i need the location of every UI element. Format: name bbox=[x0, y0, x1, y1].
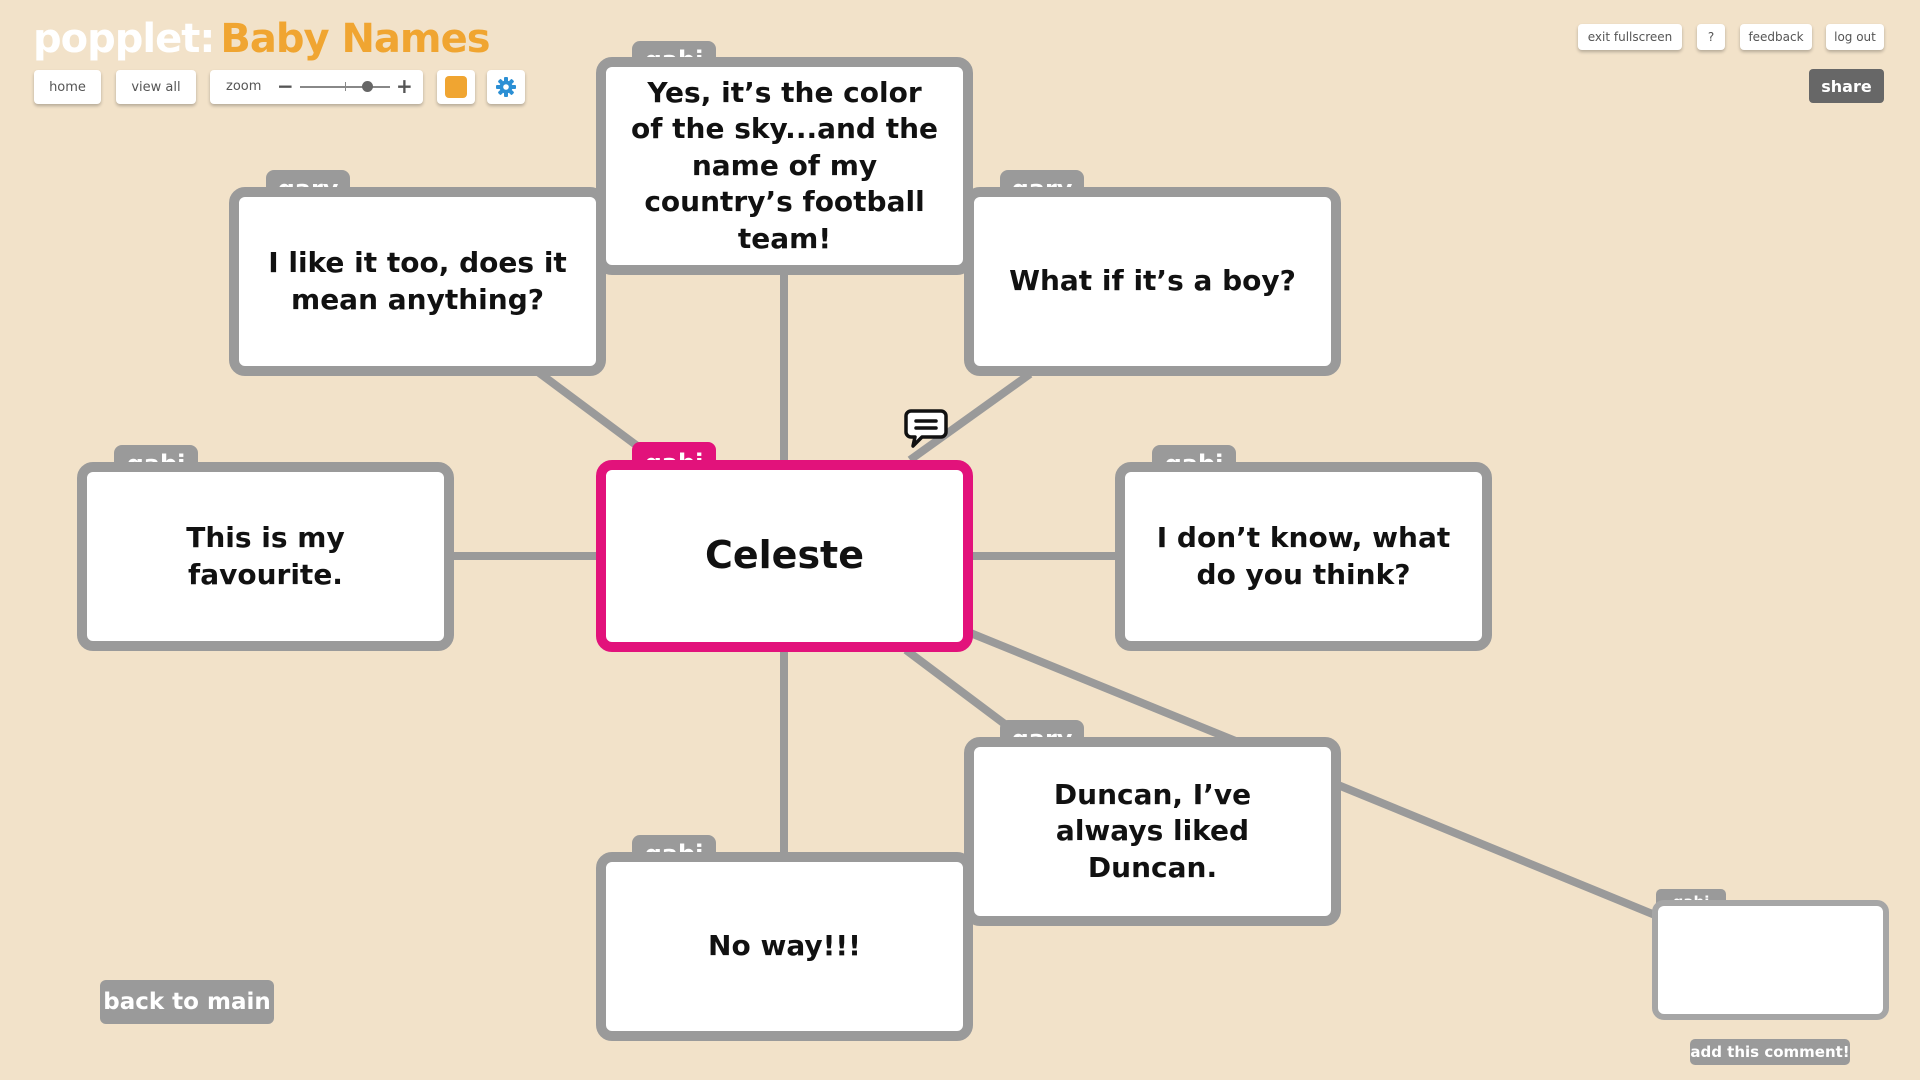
gear-icon bbox=[496, 77, 516, 97]
popple-left[interactable]: This is my favourite. bbox=[77, 462, 454, 651]
popple-top[interactable]: Yes, it’s the color of the sky...and the… bbox=[596, 57, 973, 275]
zoom-out-button[interactable]: − bbox=[277, 74, 294, 98]
connector-comment-a bbox=[966, 628, 1240, 746]
comment-input-box[interactable] bbox=[1652, 900, 1889, 1020]
popple-right[interactable]: I don’t know, what do you think? bbox=[1115, 462, 1492, 651]
popple-top-left[interactable]: I like it too, does it mean anything? bbox=[229, 187, 606, 376]
popple-center-selected[interactable]: Celeste bbox=[596, 460, 973, 652]
share-button[interactable]: share bbox=[1809, 69, 1884, 103]
add-comment-button[interactable]: add this comment! bbox=[1690, 1039, 1850, 1065]
zoom-slider-tick bbox=[345, 82, 346, 91]
log-out-button[interactable]: log out bbox=[1826, 24, 1884, 50]
connector-top-right bbox=[907, 370, 1033, 464]
board-title[interactable]: Baby Names bbox=[220, 16, 490, 62]
app-brand: popplet:Baby Names bbox=[33, 16, 491, 62]
popplet-logo: popplet: bbox=[33, 16, 215, 62]
home-button[interactable]: home bbox=[34, 70, 101, 104]
color-swatch-icon bbox=[445, 76, 467, 98]
popple-top-right[interactable]: What if it’s a boy? bbox=[964, 187, 1341, 376]
zoom-control: zoom − + bbox=[210, 70, 423, 104]
zoom-slider-handle[interactable] bbox=[362, 81, 373, 92]
popple-bottom-right[interactable]: Duncan, I’ve always liked Duncan. bbox=[964, 737, 1341, 926]
exit-fullscreen-button[interactable]: exit fullscreen bbox=[1578, 24, 1682, 50]
zoom-label: zoom bbox=[226, 79, 262, 94]
popple-bottom[interactable]: No way!!! bbox=[596, 852, 973, 1041]
back-to-main-button[interactable]: back to main bbox=[100, 980, 274, 1024]
connector-comment-b bbox=[1336, 781, 1657, 919]
speech-bubble-icon[interactable] bbox=[904, 408, 948, 450]
zoom-in-button[interactable]: + bbox=[396, 74, 413, 98]
connector-top-left bbox=[535, 368, 643, 452]
settings-button[interactable] bbox=[487, 70, 525, 104]
feedback-button[interactable]: feedback bbox=[1740, 24, 1812, 50]
color-picker-button[interactable] bbox=[437, 70, 475, 104]
connector-bottom-right bbox=[903, 646, 1013, 732]
view-all-button[interactable]: view all bbox=[116, 70, 196, 104]
help-button[interactable]: ? bbox=[1697, 24, 1725, 50]
